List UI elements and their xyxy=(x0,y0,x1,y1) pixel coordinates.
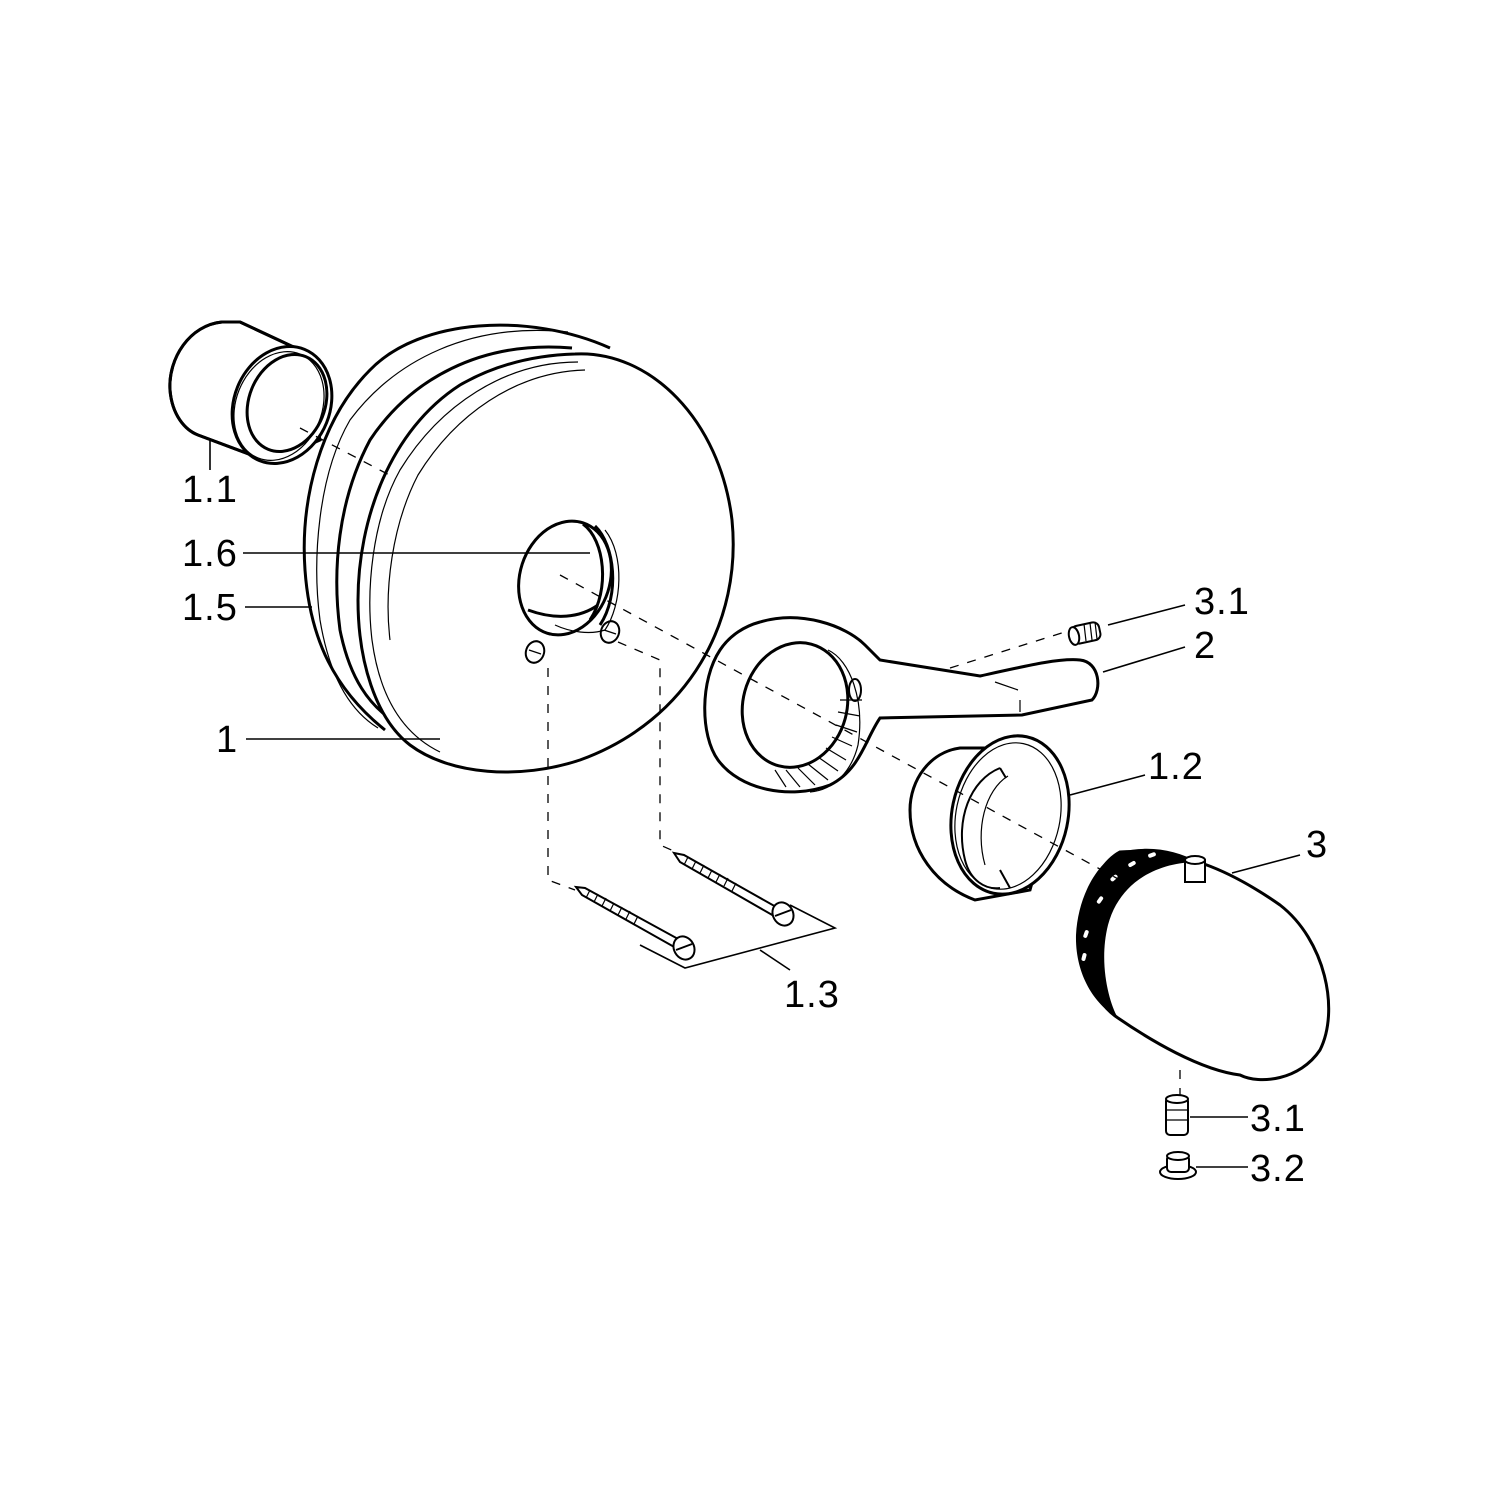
leader-lines xyxy=(209,440,1301,1168)
adapter-ring-part xyxy=(908,734,1071,902)
assembly-wrench-part xyxy=(703,616,1100,794)
part-label-3-1-lower: 3.1 xyxy=(1250,1098,1306,1140)
part-label-1-5: 1.5 xyxy=(182,587,238,629)
part-label-1: 1 xyxy=(216,719,239,761)
assembly-axis-lines xyxy=(299,427,1181,1095)
part-label-1-2: 1.2 xyxy=(1148,746,1204,788)
set-screw-lower-part xyxy=(1165,1094,1189,1136)
part-label-3-2: 3.2 xyxy=(1250,1148,1306,1190)
part-label-2: 2 xyxy=(1194,625,1217,667)
mounting-screws-part xyxy=(573,851,838,971)
part-label-1-3: 1.3 xyxy=(784,974,840,1016)
handle-knob-part xyxy=(1075,848,1331,1082)
escutcheon-plate-part xyxy=(302,323,735,774)
part-label-3: 3 xyxy=(1306,824,1329,866)
part-label-1-1: 1.1 xyxy=(182,469,238,511)
set-screw-upper-part xyxy=(1067,621,1102,646)
part-label-1-6: 1.6 xyxy=(182,533,238,575)
cap-plug-part xyxy=(1159,1151,1197,1180)
part-label-3-1-upper: 3.1 xyxy=(1194,581,1250,623)
extension-sleeve-part xyxy=(168,320,334,465)
